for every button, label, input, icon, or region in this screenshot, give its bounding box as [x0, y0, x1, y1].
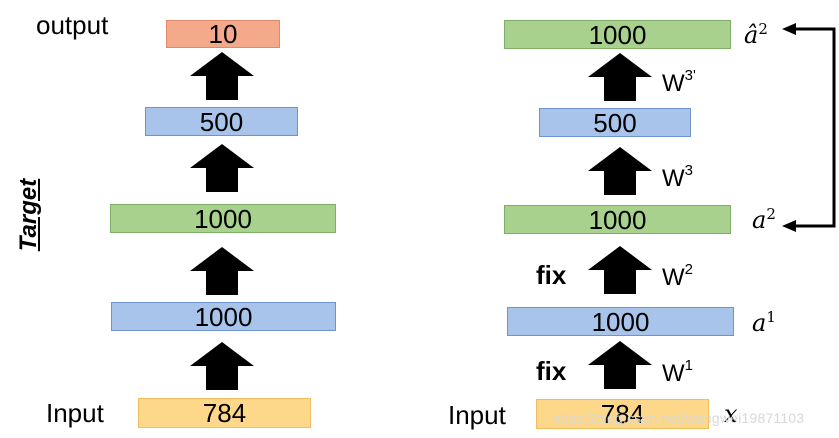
- a-2-label: a2: [752, 205, 776, 234]
- right-layer-reconstruction-value: 1000: [588, 19, 647, 50]
- right-arrow-up-icon: [588, 341, 652, 389]
- right-layer-reconstruction: 1000: [504, 20, 731, 49]
- left-layer-input: 784: [138, 398, 311, 428]
- fix-label-w1: fix: [536, 356, 567, 386]
- left-arrow-up-icon: [190, 144, 254, 192]
- fix-label-w2: fix: [536, 260, 567, 290]
- left-layer-output: 10: [166, 20, 280, 48]
- right-layer-500-value: 500: [593, 107, 637, 138]
- right-layer-input: 784: [536, 399, 709, 429]
- left-arrow-up-icon: [190, 247, 254, 295]
- right-layer-500: 500: [539, 108, 691, 137]
- right-input-label: Input: [448, 400, 506, 430]
- left-layer-500: 500: [145, 107, 298, 136]
- right-layer-1000-upper: 1000: [504, 205, 731, 234]
- left-layer-1000-lower: 1000: [111, 302, 336, 331]
- right-layer-1000-lower: 1000: [507, 307, 734, 336]
- left-arrow-up-icon: [190, 342, 254, 390]
- left-arrow-up-icon: [190, 52, 254, 100]
- right-layer-1000-upper-value: 1000: [588, 204, 647, 235]
- right-arrow-up-icon: [588, 147, 652, 195]
- left-layer-500-value: 500: [199, 106, 244, 137]
- left-input-label: Input: [46, 398, 104, 428]
- weight-w1-label: W1: [662, 357, 693, 387]
- left-layer-output-value: 10: [208, 19, 238, 49]
- left-layer-1000-lower-value: 1000: [194, 301, 253, 332]
- x-label: x: [724, 400, 738, 428]
- left-layer-1000-upper: 1000: [110, 204, 336, 233]
- left-layer-1000-upper-value: 1000: [194, 203, 252, 234]
- right-arrow-up-icon: [588, 246, 652, 294]
- a-hat-2-label: â2: [744, 20, 768, 49]
- weight-w2-label: W2: [662, 261, 693, 291]
- left-layer-input-value: 784: [202, 398, 247, 428]
- weight-w3-label: W3: [662, 162, 693, 192]
- a-1-label: a1: [752, 308, 776, 337]
- weight-w3-prime-label: W3': [662, 67, 696, 97]
- output-label: output: [36, 10, 109, 40]
- right-layer-1000-lower-value: 1000: [591, 306, 650, 337]
- right-arrow-up-icon: [588, 53, 652, 101]
- right-layer-input-value: 784: [600, 399, 645, 429]
- watermark: https://blog.csdn.net/wangwei19871103: [552, 410, 805, 426]
